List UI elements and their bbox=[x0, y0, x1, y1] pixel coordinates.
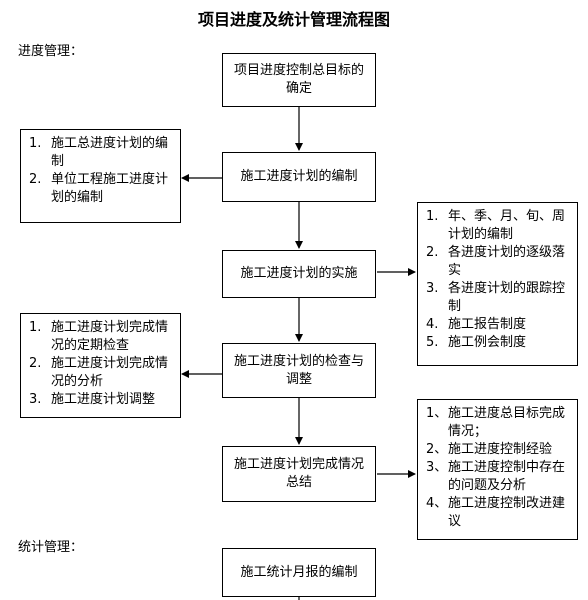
list-item: 1.年、季、月、旬、周计划的编制 bbox=[426, 209, 566, 242]
list-item: 3.施工进度计划调整 bbox=[29, 392, 156, 407]
step-implement-label: 施工进度计划的实施 bbox=[240, 266, 358, 281]
diagram-title: 项目进度及统计管理流程图 bbox=[197, 10, 390, 29]
list-item: 2、施工进度控制经验 bbox=[426, 442, 553, 457]
list-item: 3.各进度计划的跟踪控制 bbox=[426, 281, 566, 314]
implement-notes-box: 1.年、季、月、旬、周计划的编制 2.各进度计划的逐级落实 3.各进度计划的跟踪… bbox=[417, 202, 578, 366]
step-goal-label: 项目进度控制总目标的确定 bbox=[233, 63, 364, 96]
summary-notes-box: 1、施工进度总目标完成情况； 2、施工进度控制经验 3、施工进度控制中存在的问题… bbox=[417, 399, 578, 540]
step-summary-box: 施工进度计划完成情况总结 bbox=[222, 446, 376, 502]
compile-notes-box: 1.施工总进度计划的编制 2.单位工程施工进度计划的编制 bbox=[20, 129, 181, 223]
step-implement-box: 施工进度计划的实施 bbox=[222, 250, 376, 298]
check-notes-box: 1.施工进度计划完成情况的定期检查 2.施工进度计划完成情况的分析 3.施工进度… bbox=[20, 313, 181, 418]
list-item: 4.施工报告制度 bbox=[426, 317, 527, 332]
list-item: 1、施工进度总目标完成情况； bbox=[426, 406, 566, 439]
list-item: 5.施工例会制度 bbox=[426, 335, 527, 350]
step-compile-label: 施工进度计划的编制 bbox=[240, 169, 358, 184]
step-compile-box: 施工进度计划的编制 bbox=[222, 152, 376, 202]
list-item: 1.施工总进度计划的编制 bbox=[29, 136, 169, 169]
list-item: 2.单位工程施工进度计划的编制 bbox=[29, 172, 169, 205]
step-check-box: 施工进度计划的检查与调整 bbox=[222, 343, 376, 398]
step-summary-label: 施工进度计划完成情况总结 bbox=[233, 457, 364, 490]
step-check-label: 施工进度计划的检查与调整 bbox=[233, 353, 364, 387]
step-stats-label: 施工统计月报的编制 bbox=[240, 564, 358, 580]
step-stats-box: 施工统计月报的编制 bbox=[222, 548, 376, 597]
step-goal-box: 项目进度控制总目标的确定 bbox=[222, 53, 376, 107]
list-item: 1.施工进度计划完成情况的定期检查 bbox=[29, 320, 169, 353]
list-item: 2.各进度计划的逐级落实 bbox=[426, 245, 566, 278]
section-label-stats: 统计管理： bbox=[18, 540, 84, 555]
list-item: 3、施工进度控制中存在的问题及分析 bbox=[426, 460, 566, 493]
section-label-progress: 进度管理： bbox=[18, 44, 84, 59]
list-item: 2.施工进度计划完成情况的分析 bbox=[29, 356, 169, 389]
list-item: 4、施工进度控制改进建议 bbox=[426, 496, 566, 529]
